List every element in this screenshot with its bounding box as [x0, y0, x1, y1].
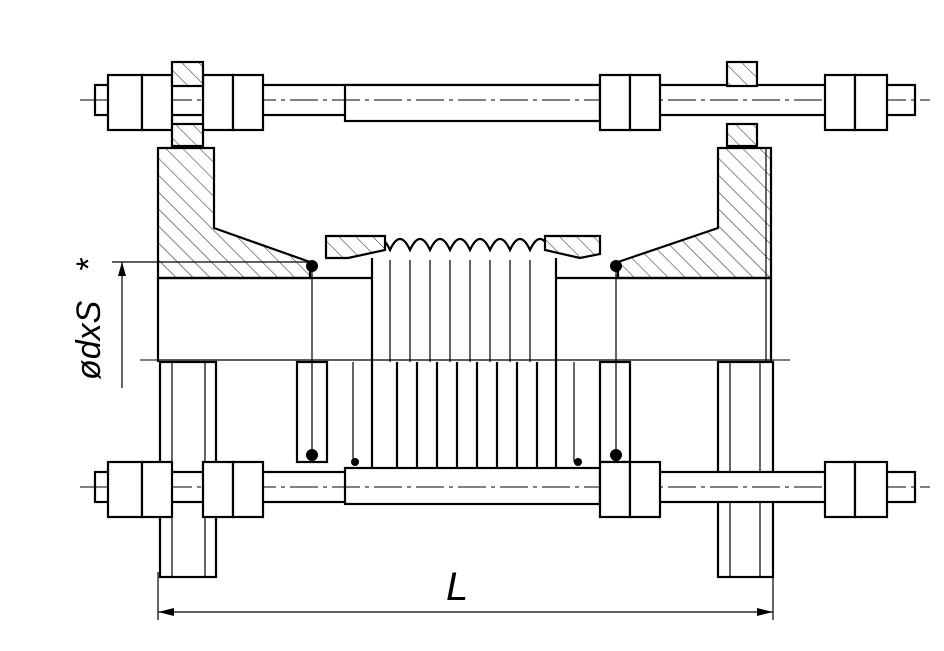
bellows-body-lines — [370, 258, 558, 472]
diameter-dimension: ødxS * — [70, 257, 312, 388]
diameter-label: ødxS — [70, 300, 108, 380]
length-dimension: L — [157, 565, 774, 620]
length-label: L — [446, 565, 468, 609]
bottom-rod-nuts-left — [106, 460, 265, 519]
bellows-upper-convolutions — [368, 237, 552, 253]
pipe-sleeve — [140, 276, 790, 361]
diameter-asterisk: * — [70, 257, 108, 272]
top-rod-nuts-left — [106, 73, 265, 132]
lower-tube-right — [573, 270, 632, 464]
top-rod-nuts-right — [598, 73, 889, 132]
bellows-guard-right — [543, 234, 602, 260]
right-flange-lower — [716, 360, 775, 579]
top-rod-lug-left — [170, 60, 205, 148]
lower-tube-left — [295, 270, 354, 464]
right-flange-section — [616, 146, 773, 560]
left-flange-section — [156, 146, 312, 362]
weld-points — [306, 260, 622, 466]
bellows-guard-left — [324, 234, 387, 260]
bottom-rod-nuts-right — [598, 460, 889, 519]
top-rod-lug-right — [725, 60, 759, 148]
